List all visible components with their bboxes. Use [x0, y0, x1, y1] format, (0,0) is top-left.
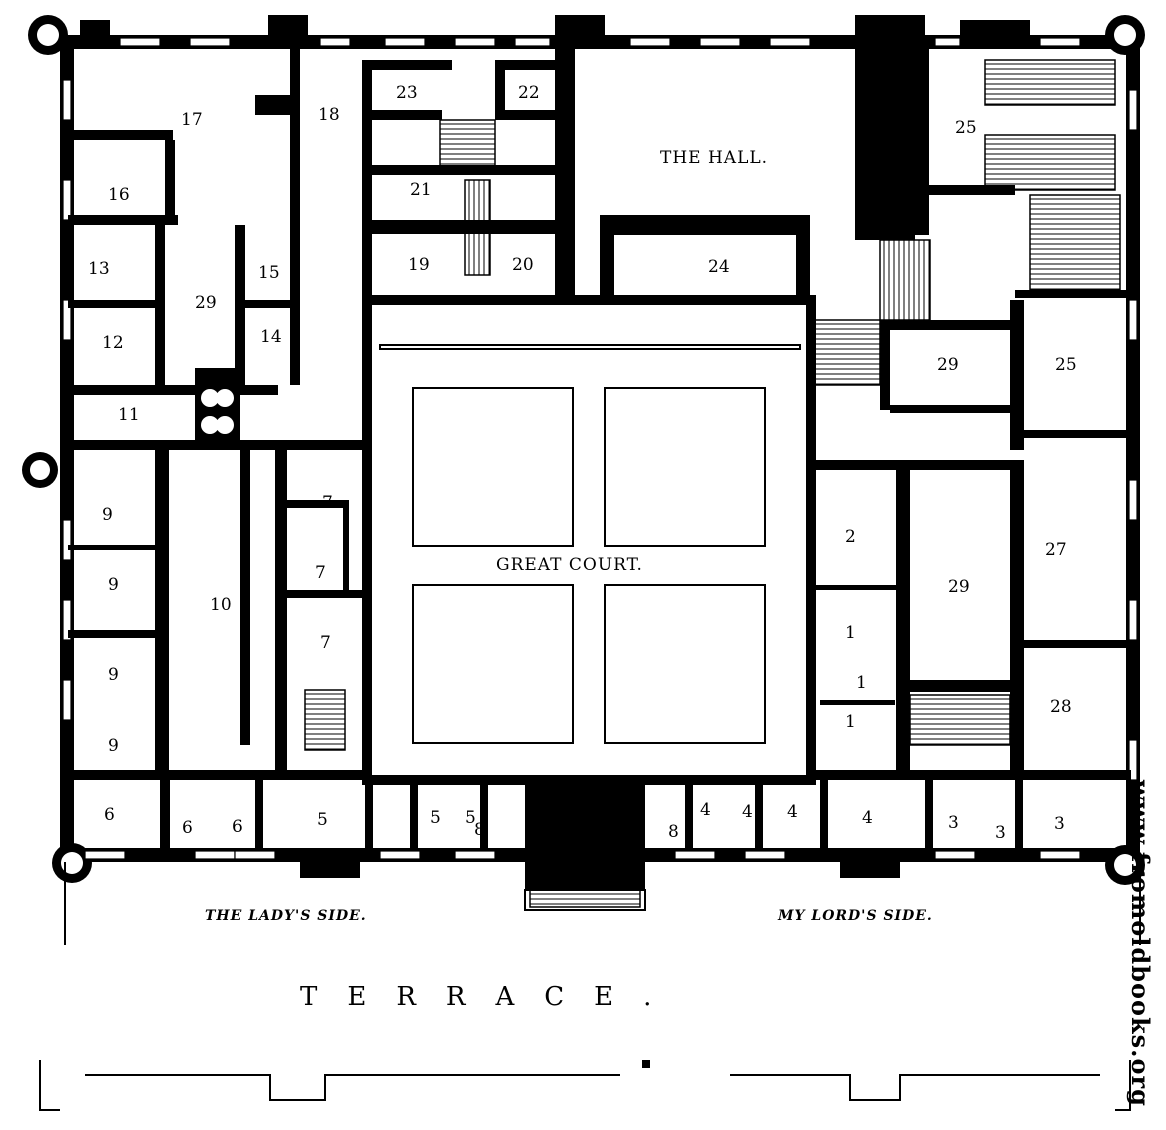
room-14: 14	[260, 327, 282, 347]
label-terrace: TERRACE.	[300, 982, 681, 1012]
label-the-hall: THE HALL.	[660, 148, 768, 168]
room-7-c: 7	[320, 633, 331, 653]
room-19: 19	[408, 255, 430, 275]
outer-walls	[60, 15, 1140, 890]
room-27: 27	[1045, 540, 1067, 560]
room-12: 12	[102, 333, 124, 353]
room-8-a: 8	[474, 820, 485, 840]
room-29-east: 29	[937, 355, 959, 375]
room-29-centre: 29	[948, 577, 970, 597]
court-beds	[379, 344, 801, 744]
room-9-d: 9	[108, 736, 119, 756]
room-28: 28	[1050, 697, 1072, 717]
room-2: 2	[845, 527, 856, 547]
room-5-c: 5	[465, 808, 476, 828]
room-6-c: 6	[232, 817, 243, 837]
room-5-b: 5	[430, 808, 441, 828]
room-1-b: 1	[856, 673, 867, 693]
windows	[62, 37, 1138, 860]
room-13: 13	[88, 259, 110, 279]
room-10: 10	[210, 595, 232, 615]
watermark-text: www.fromoldbooks.org	[1126, 779, 1155, 1107]
room-23: 23	[396, 83, 418, 103]
room-15: 15	[258, 263, 280, 283]
room-25-north: 25	[955, 118, 977, 138]
label-great-court: GREAT COURT.	[496, 555, 643, 575]
room-29-west: 29	[195, 293, 217, 313]
room-17: 17	[181, 110, 203, 130]
room-18: 18	[318, 105, 340, 125]
room-4-a: 4	[700, 800, 711, 820]
room-1-a: 1	[845, 623, 856, 643]
room-1-c: 1	[845, 712, 856, 732]
terrace-outline	[39, 862, 1141, 1111]
interior-walls	[68, 40, 1131, 850]
room-11: 11	[118, 405, 140, 425]
room-21: 21	[410, 180, 432, 200]
corner-turrets	[22, 15, 1145, 885]
room-4-b: 4	[742, 802, 753, 822]
room-22: 22	[518, 83, 540, 103]
room-6-a: 6	[104, 805, 115, 825]
room-16: 16	[108, 185, 130, 205]
label-lord-side: MY LORD'S SIDE.	[777, 908, 933, 924]
room-9-a: 9	[102, 505, 113, 525]
room-4-d: 4	[862, 808, 873, 828]
room-8-b: 8	[668, 822, 679, 842]
room-3-a: 3	[948, 813, 959, 833]
label-lady-side: THE LADY'S SIDE.	[205, 908, 367, 924]
room-3-c: 3	[1054, 814, 1065, 834]
room-24: 24	[708, 257, 730, 277]
room-4-c: 4	[787, 802, 798, 822]
room-25-east: 25	[1055, 355, 1077, 375]
room-20: 20	[512, 255, 534, 275]
room-9-b: 9	[108, 575, 119, 595]
room-9-c: 9	[108, 665, 119, 685]
staircases	[304, 59, 1121, 908]
room-7-a: 7	[322, 493, 333, 513]
room-6-b: 6	[182, 818, 193, 838]
room-7-b: 7	[315, 563, 326, 583]
room-5-a: 5	[317, 810, 328, 830]
room-3-b: 3	[995, 823, 1006, 843]
